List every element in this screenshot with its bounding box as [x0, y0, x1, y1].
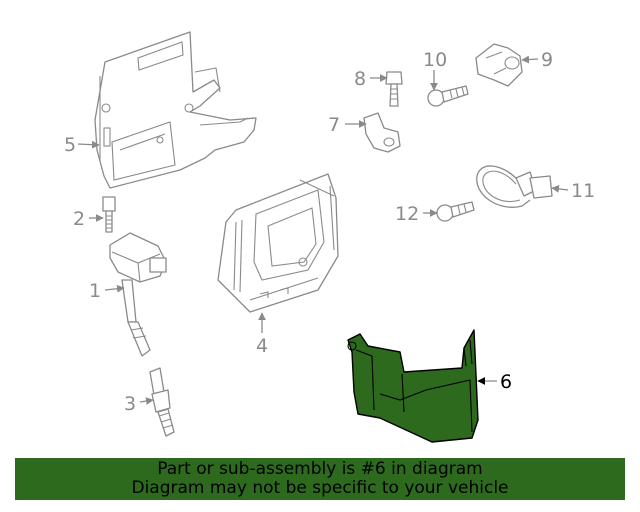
part-11-sensor[interactable]: [476, 165, 553, 208]
part-7-sensor[interactable]: [363, 112, 401, 153]
banner-line-1: Part or sub-assembly is #6 in diagram: [157, 459, 483, 479]
callout-12[interactable]: 12: [395, 203, 419, 225]
part-2-bolt[interactable]: [102, 196, 116, 233]
part-9-sensor[interactable]: [475, 43, 523, 87]
leader-lines: [77, 55, 569, 405]
part-3-spark-plug[interactable]: [149, 367, 175, 437]
part-1-ignition-coil[interactable]: [109, 232, 167, 357]
callout-9[interactable]: 9: [541, 49, 553, 71]
callout-11[interactable]: 11: [571, 180, 595, 202]
callout-5[interactable]: 5: [64, 134, 76, 156]
part-10-bolt[interactable]: [427, 85, 469, 107]
callout-labels: 5 2 1 3 4 6 7 8 9 10 11 12: [64, 49, 595, 415]
callout-7[interactable]: 7: [328, 114, 340, 136]
callout-10[interactable]: 10: [423, 49, 447, 71]
part-8-bolt[interactable]: [385, 71, 403, 107]
callout-1[interactable]: 1: [89, 280, 101, 302]
part-12-bolt[interactable]: [436, 201, 475, 222]
banner-line-2: Diagram may not be specific to your vehi…: [131, 478, 509, 498]
part-4-ecm[interactable]: [217, 173, 339, 313]
callout-4[interactable]: 4: [256, 335, 268, 357]
callout-2[interactable]: 2: [73, 208, 85, 230]
parts-diagram: 5 2 1 3 4 6 7 8 9 10 11 12: [64, 31, 595, 443]
callout-8[interactable]: 8: [354, 68, 366, 90]
callout-6[interactable]: 6: [500, 371, 512, 393]
callout-3[interactable]: 3: [124, 393, 136, 415]
part-6-ecm-cover[interactable]: [347, 329, 479, 443]
info-banner: Part or sub-assembly is #6 in diagram Di…: [15, 458, 625, 500]
part-5-bracket[interactable]: [94, 31, 257, 189]
